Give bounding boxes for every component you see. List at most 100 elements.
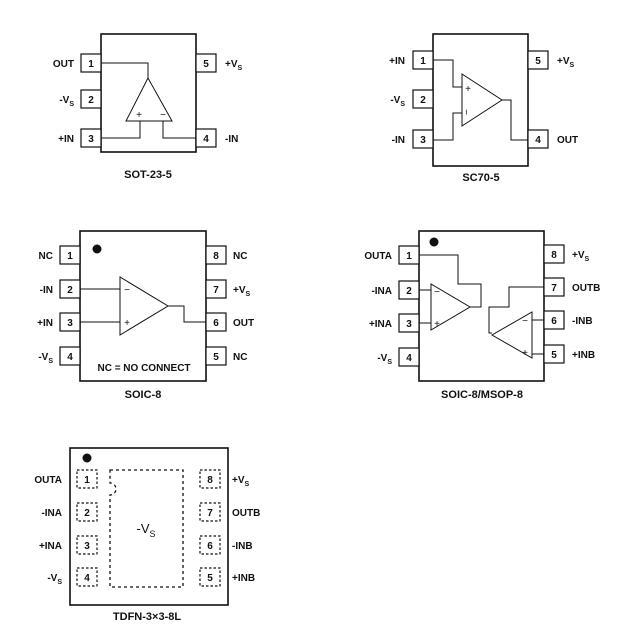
pin-number-5: 5 xyxy=(551,350,557,361)
pin-label-1: OUTA xyxy=(34,475,62,486)
pin-box-6 xyxy=(543,310,565,330)
pin-number-3: 3 xyxy=(88,134,94,145)
pin-label-4: OUT xyxy=(557,135,578,146)
wire-outb xyxy=(488,286,544,334)
wire-plus-in xyxy=(433,59,462,88)
pin-label-1: OUT xyxy=(53,59,74,70)
pin-box-1 xyxy=(412,50,434,70)
ic-body xyxy=(418,230,545,382)
pin-box-4 xyxy=(59,346,81,366)
pin-box-5 xyxy=(205,346,227,366)
pin-label-8: NC xyxy=(233,251,247,262)
minus-sign-b: − xyxy=(522,316,528,327)
pin-number-3: 3 xyxy=(420,135,426,146)
pin-box-4 xyxy=(195,128,217,148)
pin-box-5 xyxy=(543,344,565,364)
pin-box-3 xyxy=(76,535,98,555)
pin-box-2 xyxy=(80,89,102,109)
wire-minus-in xyxy=(433,112,462,141)
package-name: SOT-23-5 xyxy=(124,169,172,181)
pin-box-1 xyxy=(80,53,102,73)
exposed-pad xyxy=(109,469,184,588)
pin-box-6 xyxy=(199,535,221,555)
pin-number-2: 2 xyxy=(406,286,412,297)
pin-label-5: +INB xyxy=(232,573,255,584)
pin-label-5: +VS xyxy=(557,56,575,69)
pin1-dot xyxy=(82,453,92,463)
pin-label-3: +IN xyxy=(37,318,53,329)
package-soic-8-msop-8: − + − + 1 OUTA 2 -INA 3 +INA 4 -VS 5 +IN… xyxy=(364,230,600,401)
pin-number-2: 2 xyxy=(67,285,73,296)
pin-number-6: 6 xyxy=(207,541,213,552)
pin-box-1 xyxy=(59,245,81,265)
pin-label-8: +VS xyxy=(572,250,590,263)
pin-number-6: 6 xyxy=(213,318,219,329)
pin-box-2 xyxy=(76,502,98,522)
pin-number-4: 4 xyxy=(203,134,209,145)
pin-label-3: +INA xyxy=(369,319,392,330)
pin-number-1: 1 xyxy=(84,475,90,486)
pin-box-8 xyxy=(199,469,221,489)
minus-sign-a: − xyxy=(434,287,440,298)
pin-number-8: 8 xyxy=(213,251,219,262)
pin-label-6: -INB xyxy=(232,541,253,552)
pin-number-7: 7 xyxy=(213,285,219,296)
pin-box-4 xyxy=(76,567,98,587)
pin-label-1: OUTA xyxy=(364,251,392,262)
opamp-triangle xyxy=(119,276,169,336)
pin-number-5: 5 xyxy=(535,56,541,67)
pin-label-3: +INA xyxy=(39,541,62,552)
pin-box-3 xyxy=(59,312,81,332)
plus-sign-b: + xyxy=(522,348,528,359)
pin-number-5: 5 xyxy=(203,59,209,70)
wire-outa xyxy=(419,254,482,308)
pin-box-4 xyxy=(398,347,420,367)
wire-out xyxy=(168,305,206,323)
pin-number-4: 4 xyxy=(84,573,90,584)
plus-sign: + xyxy=(124,318,130,329)
pin-label-3: -IN xyxy=(392,135,405,146)
pin-label-2: -VS xyxy=(390,95,405,108)
ic-body xyxy=(69,447,229,606)
pin-label-5: +VS xyxy=(225,59,243,72)
pin-number-4: 4 xyxy=(535,135,541,146)
pin-box-7 xyxy=(205,279,227,299)
package-sc70-5: + − 1 +IN 2 -VS 3 -IN 4 OUT 5 +VS SC70-5 xyxy=(389,33,578,184)
pin-number-4: 4 xyxy=(406,353,412,364)
pin-box-7 xyxy=(199,502,221,522)
pin1-dot xyxy=(429,237,439,247)
pin-number-2: 2 xyxy=(420,95,426,106)
plus-sign-a: + xyxy=(434,319,440,330)
pin-box-8 xyxy=(205,245,227,265)
pin-number-5: 5 xyxy=(213,352,219,363)
pin-box-5 xyxy=(199,567,221,587)
pin-label-4: -VS xyxy=(38,352,53,365)
pin-box-6 xyxy=(205,312,227,332)
pin-box-2 xyxy=(412,89,434,109)
pin-number-6: 6 xyxy=(551,316,557,327)
pin-box-5 xyxy=(195,53,217,73)
package-soic-8: − + NC = NO CONNECT 1 NC 2 -IN 3 +IN 4 -… xyxy=(37,230,254,401)
pin-number-4: 4 xyxy=(67,352,73,363)
package-name: SOIC-8 xyxy=(125,389,162,401)
pin-label-6: -INB xyxy=(572,316,593,327)
minus-sign: − xyxy=(160,110,166,121)
ic-body xyxy=(79,230,207,382)
pin-number-3: 3 xyxy=(84,541,90,552)
pin-box-3 xyxy=(80,128,102,148)
package-name: SOIC-8/MSOP-8 xyxy=(441,389,523,401)
opamp-triangle xyxy=(461,73,503,127)
pin-box-7 xyxy=(543,277,565,297)
pin-number-3: 3 xyxy=(406,319,412,330)
pin-number-8: 8 xyxy=(207,475,213,486)
pin-label-1: +IN xyxy=(389,56,405,67)
plus-sign: + xyxy=(136,110,142,121)
pin-box-4 xyxy=(527,129,549,149)
pin-box-3 xyxy=(398,313,420,333)
pin-label-6: OUT xyxy=(233,318,254,329)
package-sot-23-5: + − 1 OUT 2 -VS 3 +IN 4 -IN 5 +VS SOT-23… xyxy=(53,33,243,181)
pin-box-1 xyxy=(76,469,98,489)
pin-number-1: 1 xyxy=(420,56,426,67)
pin-label-2: -INA xyxy=(371,286,392,297)
pin-label-2: -VS xyxy=(59,95,74,108)
